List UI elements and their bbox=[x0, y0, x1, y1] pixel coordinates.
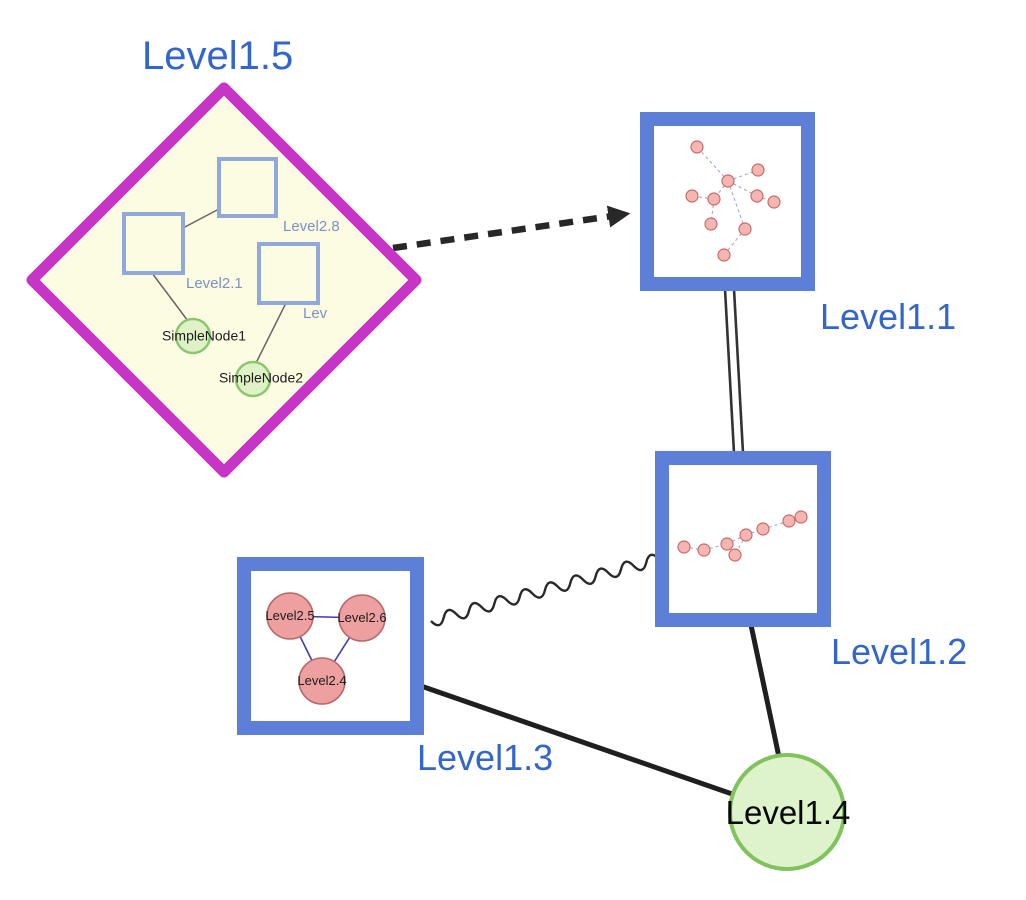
label-simplenode2: SimpleNode2 bbox=[218, 369, 304, 386]
mini-node[interactable] bbox=[720, 537, 734, 551]
node-level2-4-circle[interactable] bbox=[298, 657, 346, 705]
label-level11: Level1.1 bbox=[820, 296, 957, 337]
node-level2-square-right[interactable] bbox=[257, 242, 320, 305]
label-level2-4: Level2.4 bbox=[297, 672, 347, 688]
mini-node[interactable] bbox=[690, 140, 704, 154]
label-level2-5: Level2.5 bbox=[265, 607, 315, 623]
level15-inner-edge[interactable] bbox=[151, 272, 189, 322]
node-level13-box[interactable] bbox=[237, 557, 424, 735]
mini-node[interactable] bbox=[738, 222, 752, 236]
level15-inner-edge[interactable] bbox=[255, 302, 287, 364]
edge-level13-level14[interactable] bbox=[418, 683, 738, 798]
edge-level15-level11-dashed-arrow[interactable] bbox=[392, 205, 631, 252]
label-level15: Level1.5 bbox=[142, 34, 294, 78]
mini-node[interactable] bbox=[794, 510, 808, 524]
label-simplenode1: SimpleNode1 bbox=[161, 327, 247, 344]
node-simplenode2-circle[interactable] bbox=[234, 360, 272, 398]
mini-node[interactable] bbox=[782, 514, 796, 528]
node-level2-6-circle[interactable] bbox=[338, 594, 386, 642]
edge-level13-level12-wavy-line[interactable] bbox=[430, 553, 660, 627]
mini-node[interactable] bbox=[756, 522, 770, 536]
mini-node[interactable] bbox=[717, 248, 731, 262]
label-level12: Level1.2 bbox=[831, 631, 968, 672]
label-level2-right-truncated: Lev bbox=[303, 305, 328, 322]
edge-level11-level12-double-line[interactable] bbox=[723, 288, 745, 454]
node-level2-5-circle[interactable] bbox=[266, 592, 314, 640]
level15-inner-edge[interactable] bbox=[182, 208, 220, 229]
node-simplenode1-circle[interactable] bbox=[174, 317, 212, 355]
mini-node[interactable] bbox=[721, 174, 735, 188]
mini-node[interactable] bbox=[739, 528, 753, 542]
mini-node[interactable] bbox=[707, 192, 721, 206]
mini-node[interactable] bbox=[704, 217, 718, 231]
mini-node[interactable] bbox=[728, 548, 742, 562]
mini-node[interactable] bbox=[685, 189, 699, 203]
mini-node[interactable] bbox=[751, 163, 765, 177]
node-level2-square-left[interactable] bbox=[122, 212, 185, 275]
edge-level12-level14[interactable] bbox=[748, 622, 782, 760]
level12-mini-nodes[interactable] bbox=[677, 510, 808, 562]
label-level13: Level1.3 bbox=[417, 737, 554, 778]
node-level14-circle[interactable] bbox=[728, 753, 846, 871]
mini-node[interactable] bbox=[767, 195, 781, 209]
label-level2-1: Level2.1 bbox=[186, 275, 243, 292]
mini-node[interactable] bbox=[677, 540, 691, 554]
level11-mini-nodes[interactable] bbox=[685, 140, 781, 262]
mini-node[interactable] bbox=[697, 543, 711, 557]
label-level2-6: Level2.6 bbox=[337, 609, 387, 625]
mini-node[interactable] bbox=[750, 189, 764, 203]
label-level2-8: Level2.8 bbox=[283, 218, 340, 235]
label-level14: Level1.4 bbox=[725, 793, 851, 831]
node-level2-square-top[interactable] bbox=[217, 157, 278, 218]
node-level15-diamond[interactable] bbox=[26, 82, 422, 478]
